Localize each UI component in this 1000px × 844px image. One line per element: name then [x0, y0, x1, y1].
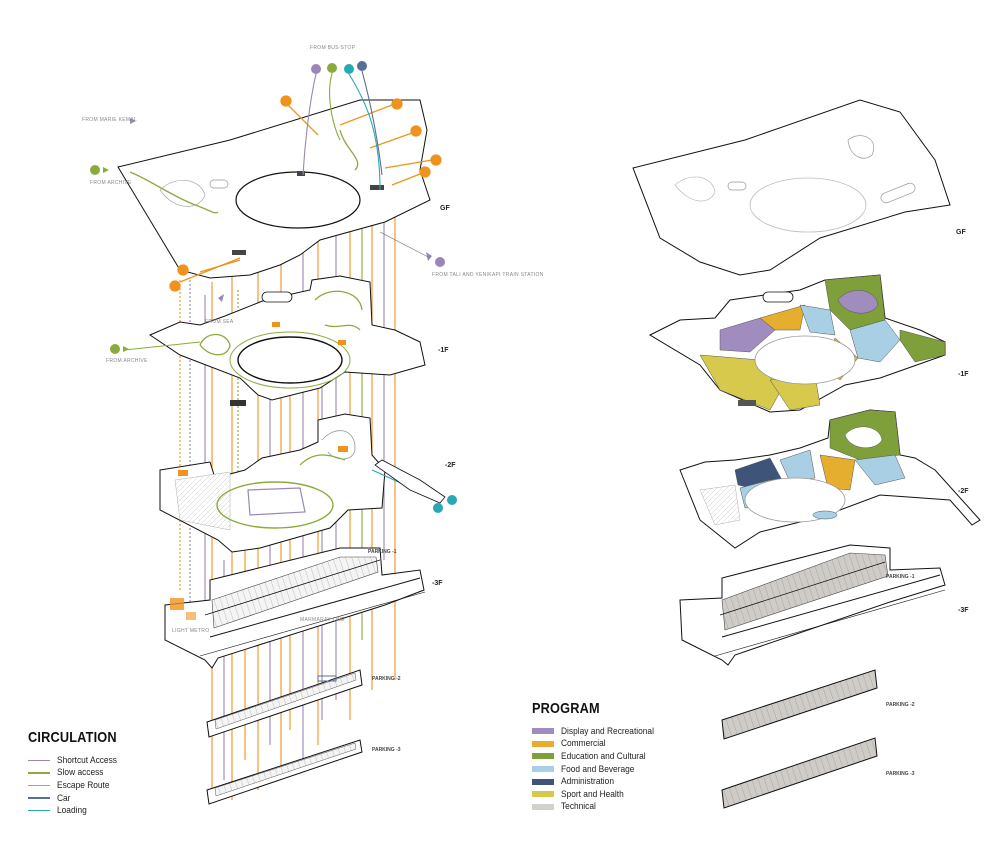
legend-swatch: [532, 791, 554, 798]
circ-parking-2: PARKING -2: [206, 669, 401, 738]
circulation-legend: CIRCULATION Shortcut Access Slow access …: [28, 729, 132, 817]
direction-arrow-icon: [103, 167, 109, 173]
circulation-diagram: PARKING -3 PARKING -2 PARKING -1 -3F LIG…: [82, 45, 544, 805]
legend-label: Display and Recreational: [561, 725, 654, 737]
circ-parking-3: PARKING -3: [206, 739, 401, 805]
direction-arrow-icon: [123, 346, 129, 352]
prog-parking-2: PARKING -2: [721, 669, 915, 740]
legend-item: Sport and Health: [532, 788, 667, 801]
circ-level-1f: -1F FROM SEA FROM ARCHIVE: [106, 275, 449, 406]
level-label: -3F: [432, 580, 443, 587]
level-label: -3F: [958, 607, 969, 614]
legend-item: Car: [28, 792, 132, 805]
walking-person-icon: [311, 64, 321, 74]
legend-swatch: [28, 759, 50, 762]
annotation-light-metro: LIGHT METRO: [172, 628, 209, 634]
prog-parking-3: PARKING -3: [721, 737, 915, 809]
legend-label: Technical: [561, 801, 596, 813]
level-label: -2F: [958, 488, 969, 495]
legend-item: Food and Beverage: [532, 763, 667, 776]
level-label: GF: [956, 229, 966, 236]
legend-label: Escape Route: [57, 779, 110, 791]
legend-swatch: [532, 728, 554, 735]
legend-label: Loading: [57, 805, 87, 817]
program-legend: PROGRAM Display and Recreational Commerc…: [532, 700, 667, 813]
legend-swatch: [532, 803, 554, 810]
legend-item: Escape Route: [28, 779, 132, 792]
legend-swatch: [532, 740, 554, 747]
annotation-from-tali: FROM TALI AND YENIKAPI TRAIN STATION: [432, 272, 544, 278]
walking-person-icon: [90, 165, 100, 175]
legend-swatch: [28, 772, 50, 774]
legend-item: Display and Recreational: [532, 725, 667, 738]
walking-person-icon: [110, 344, 120, 354]
legend-label: Administration: [561, 776, 614, 788]
walking-person-icon: [327, 63, 337, 73]
annotation-from-marie-kemal: FROM MARIE KEMAL: [82, 117, 137, 123]
walking-person-icon: [435, 257, 445, 267]
direction-arrow-icon: [426, 252, 432, 261]
truck-icon: [344, 64, 354, 74]
legend-label: Food and Beverage: [561, 763, 635, 775]
legend-item: Technical: [532, 801, 667, 814]
annotation-from-bus-stop: FROM BUS STOP: [310, 45, 356, 51]
direction-arrow-icon: [130, 118, 136, 124]
legend-label: Shortcut Access: [57, 754, 117, 766]
legend-item: Shortcut Access: [28, 754, 132, 767]
legend-swatch: [28, 797, 50, 799]
walking-person-icon: [280, 95, 292, 107]
walking-person-icon: [169, 280, 181, 292]
annotation-from-archive-mid: FROM ARCHIVE: [106, 358, 148, 364]
legend-label: Commercial: [561, 738, 606, 750]
legend-title: CIRCULATION: [28, 729, 117, 746]
legend-item: Education and Cultural: [532, 750, 667, 763]
legend-title: PROGRAM: [532, 700, 600, 717]
legend-label: Sport and Health: [561, 788, 624, 800]
legend-label: Slow access: [57, 767, 104, 779]
car-icon: [447, 495, 457, 505]
annotation-from-sea: FROM SEA: [205, 319, 234, 325]
level-label: PARKING -2: [886, 702, 915, 708]
level-label: PARKING -3: [886, 771, 915, 777]
legend-swatch: [28, 784, 50, 787]
legend-item: Administration: [532, 775, 667, 788]
circ-level-gf: GF: [117, 99, 450, 279]
legend-swatch: [532, 753, 554, 760]
level-label: -1F: [958, 371, 969, 378]
level-label: -1F: [438, 347, 449, 354]
level-label: PARKING -3: [372, 747, 401, 753]
circ-level-2f: -2F: [159, 413, 456, 553]
level-label: GF: [440, 205, 450, 212]
level-label: PARKING -2: [372, 676, 401, 682]
level-label: PARKING -1: [368, 549, 397, 555]
level-label: PARKING -1: [886, 574, 915, 580]
program-diagram: GF -1F: [632, 99, 981, 809]
walking-person-icon: [419, 166, 431, 178]
level-label: -2F: [445, 462, 456, 469]
direction-arrow-icon: [218, 294, 224, 302]
legend-label: Car: [57, 792, 71, 804]
legend-swatch: [28, 809, 50, 812]
walking-person-icon: [430, 154, 442, 166]
legend-item: Slow access: [28, 767, 132, 780]
prog-level-2f: -2F: [679, 409, 981, 549]
legend-swatch: [532, 766, 554, 773]
truck-icon: [433, 503, 443, 513]
legend-swatch: [532, 778, 554, 785]
legend-label: Education and Cultural: [561, 750, 646, 762]
car-icon: [357, 61, 367, 71]
prog-level-1f: -1F: [648, 274, 969, 413]
walking-person-icon: [410, 125, 422, 137]
walking-person-icon: [177, 264, 189, 276]
circ-level-3f: PARKING -1 -3F LIGHT METRO MARMARAY LINE: [164, 547, 443, 669]
annotation-marmaray: MARMARAY LINE: [300, 617, 345, 623]
prog-level-3f: PARKING -1 -3F: [679, 544, 969, 666]
annotation-from-archive-top: FROM ARCHIVE: [90, 180, 132, 186]
entry-icons: [90, 61, 457, 513]
legend-item: Commercial: [532, 738, 667, 751]
walking-person-icon: [391, 98, 403, 110]
legend-item: Loading: [28, 804, 132, 817]
prog-level-gf: GF: [632, 99, 966, 276]
